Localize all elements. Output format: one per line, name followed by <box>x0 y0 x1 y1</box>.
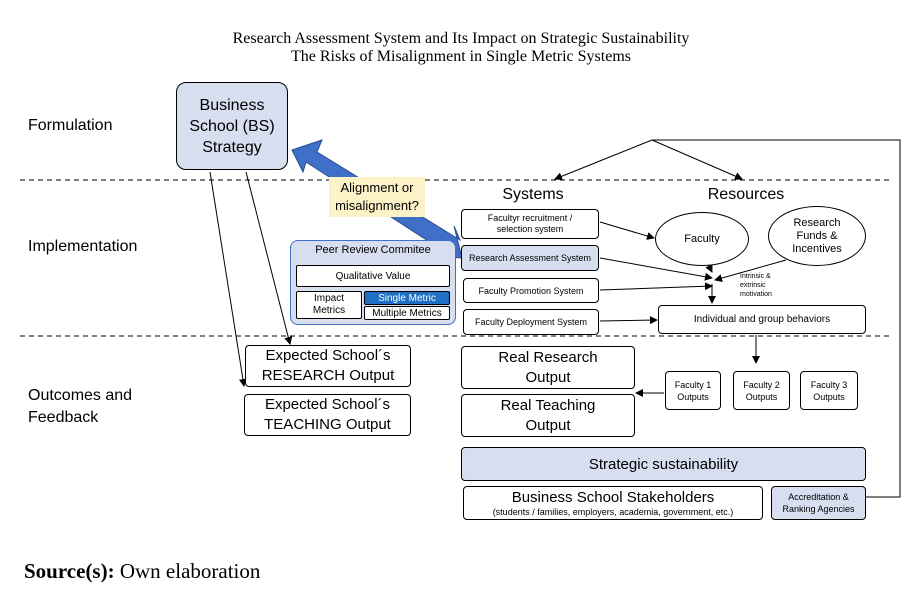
real-teaching-line-1: Real Teaching <box>500 396 596 414</box>
arrow-branch-systems <box>554 139 653 181</box>
phase-outcomes-line-2: Feedback <box>28 409 99 426</box>
arrow-strategy-research <box>209 171 247 387</box>
feedback-loop <box>652 139 901 498</box>
accreditation-box: Accreditation & Ranking Agencies <box>771 486 866 520</box>
funds-line-2: Funds & <box>796 229 838 242</box>
qualitative-value-box: Qualitative Value <box>296 265 450 287</box>
real-research-line-2: Output <box>525 368 571 386</box>
strategy-line-3: Strategy <box>202 138 262 156</box>
real-teaching-line-2: Output <box>525 416 571 434</box>
alignment-line-1: Alignment or <box>340 180 414 195</box>
expected-research-output-box: Expected School´s RESEARCH Output <box>245 345 411 387</box>
impact-line-1: Impact <box>313 293 344 304</box>
alignment-line-2: misalignment? <box>335 198 419 213</box>
f3-line-2: Outputs <box>813 391 845 402</box>
arrow-promotion-motivation <box>599 282 713 291</box>
behaviors-box: Individual and group behaviors <box>658 305 866 334</box>
diagram-title: Research Assessment System and Its Impac… <box>0 30 922 66</box>
funds-line-1: Research <box>793 216 841 229</box>
strategic-sustainability-box: Strategic sustainability <box>461 447 866 481</box>
systems-header: Systems <box>502 186 564 203</box>
title-line-2: The Risks of Misalignment in Single Metr… <box>291 48 631 65</box>
research-assessment-system-box: Research Assessment System <box>461 245 599 271</box>
faculty-3-outputs-box: Faculty 3 Outputs <box>800 371 858 410</box>
funds-line-3: Incentives <box>792 242 842 255</box>
f1-line-2: Outputs <box>677 391 709 402</box>
f3-line-1: Faculty 3 <box>810 379 848 390</box>
strategy-line-2: School (BS) <box>189 117 275 135</box>
stakeholders-box: Business School Stakeholders (students /… <box>463 486 763 520</box>
exp-research-line-1: Expected School´s <box>265 347 391 364</box>
arrow-assessment-motivation <box>599 257 713 281</box>
source-text: Own elaboration <box>114 559 261 583</box>
strategy-box: Business School (BS) Strategy <box>176 82 288 170</box>
accreditation-line-1: Accreditation & <box>788 492 849 502</box>
expected-teaching-output-box: Expected School´s TEACHING Output <box>244 394 411 436</box>
strategy-line-1: Business <box>199 96 265 114</box>
arrow-funds-motivation <box>714 259 787 282</box>
recruit-line-1: Facultyr recruitment / <box>487 213 573 223</box>
promotion-system-box: Faculty Promotion System <box>463 278 599 303</box>
peer-review-committee: Peer Review Commitee Qualitative Value I… <box>290 240 456 325</box>
f1-line-1: Faculty 1 <box>674 379 712 390</box>
motivation-line-3: motivation <box>740 291 772 298</box>
faculty-ellipse: Faculty <box>655 212 749 266</box>
phase-outcomes-line-1: Outcomes and <box>28 387 133 404</box>
impact-metrics-box: Impact Metrics <box>296 291 362 319</box>
arrow-deployment-behaviors <box>599 316 658 325</box>
arrow-branch-resources <box>651 139 743 180</box>
source-label: Source(s): <box>24 559 115 583</box>
f2-line-2: Outputs <box>745 391 778 402</box>
stakeholders-title: Business School Stakeholders <box>511 488 715 506</box>
arrow-strategy-teaching <box>245 171 293 345</box>
motivation-label: Intrinsic & extrinsic motivation <box>740 272 772 299</box>
real-teaching-output-box: Real Teaching Output <box>461 394 635 437</box>
real-research-output-box: Real Research Output <box>461 346 635 389</box>
resources-header: Resources <box>707 186 785 203</box>
title-line-1: Research Assessment System and Its Impac… <box>232 30 690 47</box>
exp-research-line-2: RESEARCH Output <box>261 367 395 384</box>
recruitment-system-box: Facultyr recruitment / selection system <box>461 209 599 239</box>
motivation-line-2: extrinsic <box>740 282 766 289</box>
source-caption: Source(s): Own elaboration <box>24 559 260 584</box>
arrow-recruit-faculty <box>599 221 655 240</box>
motivation-line-1: Intrinsic & <box>740 273 771 280</box>
real-research-line-1: Real Research <box>498 348 598 366</box>
faculty-1-outputs-box: Faculty 1 Outputs <box>665 371 721 410</box>
phase-formulation: Formulation <box>28 117 113 134</box>
phase-implementation: Implementation <box>28 238 138 255</box>
single-metric-box: Single Metric <box>364 291 450 305</box>
exp-teaching-line-2: TEACHING Output <box>264 416 391 433</box>
impact-line-2: Metrics <box>312 305 346 316</box>
accreditation-line-2: Ranking Agencies <box>782 504 855 514</box>
research-funds-ellipse: Research Funds & Incentives <box>768 206 866 266</box>
phase-outcomes: Outcomes and Feedback <box>28 385 132 429</box>
alignment-note: Alignment or misalignment? <box>329 177 425 217</box>
exp-teaching-line-1: Expected School´s <box>264 396 391 413</box>
deployment-system-box: Faculty Deployment System <box>463 309 599 335</box>
faculty-2-outputs-box: Faculty 2 Outputs <box>733 371 790 410</box>
multiple-metrics-box: Multiple Metrics <box>364 306 450 320</box>
peer-review-title: Peer Review Commitee <box>315 244 431 256</box>
f2-line-1: Faculty 2 <box>743 379 780 390</box>
stakeholders-subtitle: (students / families, employers, academi… <box>492 506 734 517</box>
recruit-line-2: selection system <box>496 224 564 234</box>
